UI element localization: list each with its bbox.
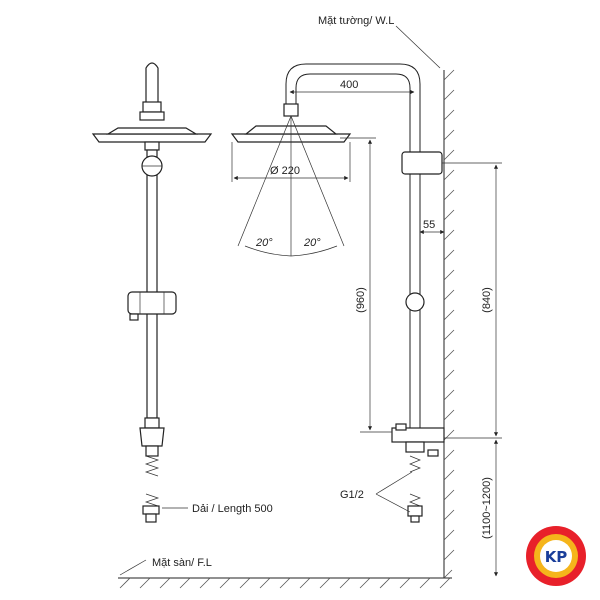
thread-label: G1/2: [340, 489, 364, 501]
offset-label: 55: [423, 219, 435, 231]
spray-angle-right-label: 20°: [303, 237, 321, 249]
spray-cone: [237, 115, 345, 257]
brand-logo: KP: [526, 526, 586, 586]
wall-label: Mặt tường/ W.L: [318, 15, 394, 27]
spray-angle-left-label: 20°: [255, 237, 273, 249]
height-bar-label: (840): [481, 287, 493, 313]
front-view: [91, 62, 213, 523]
hose-length-label: Dải / Length 500: [192, 503, 273, 515]
dimension-lines: [119, 25, 502, 577]
wall-line: [443, 69, 455, 579]
floor-line: [118, 577, 452, 589]
side-view: [230, 63, 445, 523]
height-mount-label: (1100~1200): [481, 477, 493, 539]
height-head-label: (960): [355, 287, 367, 313]
brand-logo-text: KP: [545, 548, 568, 566]
head-diameter-label: Ø 220: [270, 165, 300, 177]
floor-label: Mặt sàn/ F.L: [152, 557, 212, 569]
arm-length-label: 400: [340, 79, 358, 91]
